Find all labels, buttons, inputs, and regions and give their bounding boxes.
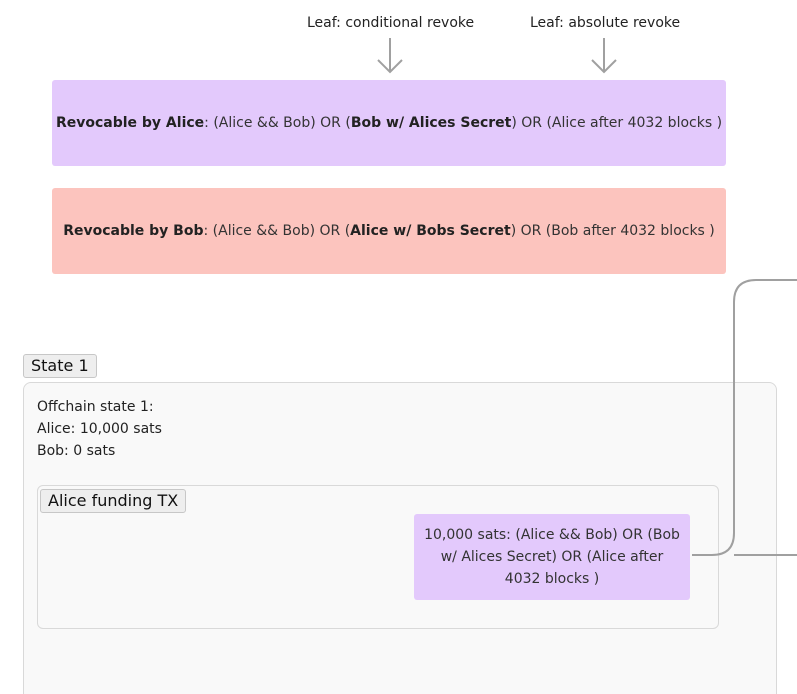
offchain-state-title: Offchain state 1: (37, 399, 154, 415)
leaf-label-absolute: Leaf: absolute revoke (530, 15, 681, 31)
funding-output-text: 10,000 sats: (Alice && Bob) OR (Bob w/ A… (424, 527, 680, 587)
arrow-down-conditional-icon (377, 38, 403, 74)
offchain-state-summary: Offchain state 1: Alice: 10,000 sats Bob… (37, 396, 162, 462)
policy-revocable-by-alice: Revocable by Alice: (Alice && Bob) OR (B… (52, 80, 726, 166)
alice-balance: Alice: 10,000 sats (37, 421, 162, 437)
policy-bob-secret: Alice w/ Bobs Secret (350, 223, 511, 239)
funding-output-box: 10,000 sats: (Alice && Bob) OR (Bob w/ A… (414, 514, 690, 600)
bob-balance: Bob: 0 sats (37, 443, 116, 459)
policy-bob-part2: ) OR (Bob after 4032 blocks ) (510, 223, 715, 239)
policy-revocable-by-bob: Revocable by Bob: (Alice && Bob) OR (Ali… (52, 188, 726, 274)
leaf-label-conditional: Leaf: conditional revoke (307, 15, 475, 31)
state-1-tag[interactable]: State 1 (23, 354, 97, 378)
arrow-down-absolute-icon (591, 38, 617, 74)
policy-bob-part1: : (Alice && Bob) OR ( (203, 223, 351, 239)
policy-alice-secret: Bob w/ Alices Secret (350, 115, 512, 131)
alice-funding-tx-tag[interactable]: Alice funding TX (40, 489, 187, 513)
policy-alice-part2: ) OR (Alice after 4032 blocks ) (511, 115, 723, 131)
policy-bob-label: Revocable by Bob (63, 223, 204, 239)
policy-alice-part1: : (Alice && Bob) OR ( (204, 115, 351, 131)
policy-alice-label: Revocable by Alice (55, 115, 205, 131)
